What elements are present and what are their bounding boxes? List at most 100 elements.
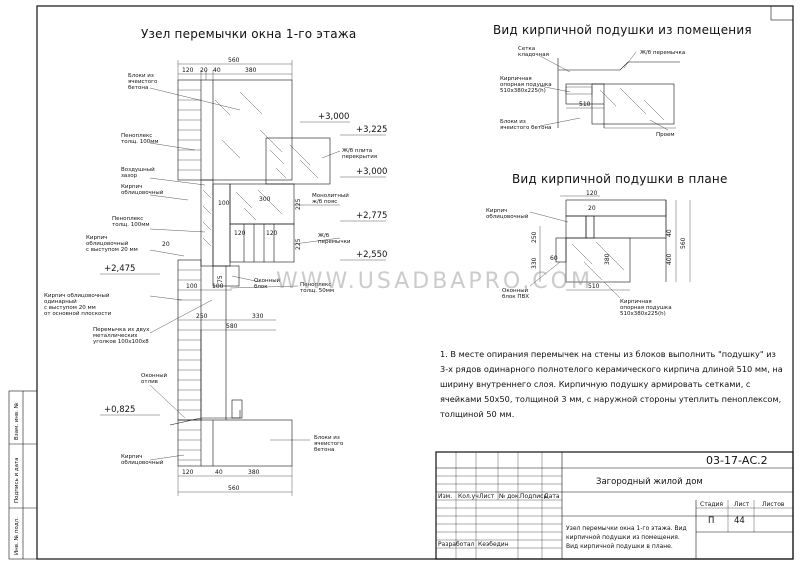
note-block: 1. В месте опирания перемычек на стены и… [440,349,783,419]
dim-top-40: 40 [213,67,221,74]
level-2775: +2,775 [356,211,387,221]
lbl-slab-1: Ж/б плита [342,148,372,154]
lbl-penoplex-100-2: толщ. 100мм [121,139,159,145]
level-3000b: +3,000 [356,167,387,177]
window-block: 75 [212,265,240,300]
floor-slab [265,137,331,185]
watermark: WWW.USADBAPRO.COM [276,269,593,294]
lbl-sill-2: отлив [141,379,158,385]
level-2550: +2,550 [356,250,387,260]
room-lbl-pad-2: опорная подушка [500,82,552,88]
room-lbl-blocks-2: ячеистого бетона [500,125,551,131]
monolith-belt: 300 [229,183,295,225]
lbl-penoplex50-2: толщ. 50мм [300,288,334,294]
level-2475: +2,475 [104,264,135,274]
lbl-brick-ledge-1: Кирпич [86,235,107,241]
plan-lbl-brick-2: облицовочный [486,213,529,220]
plan-dim-510: 510 [588,283,600,290]
lbl-air-gap-1: Воздушный [121,166,155,173]
lbl-brick-single-4: от основной плоскости [44,310,112,317]
plan-dim-250: 250 [531,231,538,243]
plan-lbl-brick-1: Кирпич [486,208,507,214]
room-view: 510 Сетка кладочная Ж/б перемычка Кирпич… [500,46,685,138]
lbl-blocks-bottom-1: Блоки из [314,435,340,441]
dim-330: 330 [252,313,264,320]
plan-lbl-pad-3: 510х380х225(h) [620,311,666,317]
plan-dim-560: 560 [680,237,687,249]
lbl-brick-ledge-2: облицовочный [86,240,129,247]
stamp-col-izm: Изм. [438,493,452,500]
plan-lbl-pad-2: опорная подушка [620,305,672,311]
upper-wall [177,79,293,181]
side-stamp: Инв. № подл. Подпись и дата Взам. инв. № [8,390,38,560]
dim-top-120: 120 [182,67,194,74]
main-title: Узел перемычки окна 1-го этажа [141,27,356,41]
lbl-brick-facing-2: облицовочный [121,189,164,196]
level-3225: +3,225 [356,125,387,135]
top-dimensions: 560 120 20 40 380 [177,57,293,80]
lbl-penoplex-100b-2: толщ. 100мм [112,222,150,228]
note-line-4: ячейками 50х50, толщиной 3 мм, с наружно… [440,394,781,404]
dim-75: 75 [217,275,224,283]
lbl-air-gap-2: зазор [121,173,138,179]
lbl-lintels-1: Ж/б [318,233,330,239]
stamp-sheet-v: 44 [734,516,745,526]
stamp-col-sign: Подпись [520,493,547,500]
note-line-2: 3-х рядов одинарного полнотелого керамич… [440,364,783,374]
note-line-1: 1. В месте опирания перемычек на стены и… [440,349,776,359]
lbl-mesh-1: Перемычка из двух [93,327,150,333]
room-lbl-slab: Ж/б перемычка [640,50,685,56]
stamp-col-kol: Кол.уч [458,493,479,500]
room-lbl-opening: Проем [656,132,675,138]
level-marks: +3,000 +3,225 +3,000 +2,775 +2,550 +2,47… [100,112,387,416]
lbl-mono-2: ж/б пояс [312,199,337,205]
plan-view-title: Вид кирпичной подушки в плане [512,172,728,186]
stamp-developer-role: Разработал [438,541,475,548]
plan-lbl-pvc-2: блок ПВХ [502,294,529,300]
lbl-blocks-top-2: ячеистого [128,79,158,85]
mid-dimensions: 100 100 250 330 580 [178,283,276,331]
dim-100: 100 [218,200,230,207]
stamp-col-list: Лист [479,493,495,500]
main-labels: Блоки из ячеистого бетона Пеноплекс толщ… [44,73,377,466]
plan-dim-330: 330 [531,257,538,269]
lbl-penoplex50-1: Пеноплекс [300,282,331,288]
dim-250: 250 [196,313,208,320]
dim-120b: 120 [266,230,278,237]
lbl-brick-bottom-2: облицовочный [121,459,164,466]
dim-top-20: 20 [200,67,208,74]
lbl-window-2: блок [254,284,268,290]
room-dim-510: 510 [579,101,591,108]
dim-mid-100a: 100 [186,283,198,290]
plan-dim-20: 20 [588,205,596,212]
stamp-stage-v: П [708,516,714,526]
dim-bottom-total: 560 [228,485,240,492]
plan-dim-120: 120 [586,190,598,197]
side-stamp-sign: Подпись и дата [14,457,20,503]
dim-225a: 225 [295,198,302,210]
dim-580: 580 [226,323,238,330]
lbl-brick-single-3: с выступом 20 мм [44,305,96,311]
room-lbl-pad-1: Кирпичная [500,76,532,82]
plan-dim-380: 380 [604,253,611,265]
dim-top-380: 380 [245,67,257,74]
stamp-desc-1: Узел перемычки окна 1-го этажа. Вид [566,525,687,532]
stamp-desc-2: кирпичной подушки из помещения. [566,534,680,541]
lbl-window-1: Оконный [254,277,281,284]
note-line-3: ширину внутреннего слоя. Кирпичную подуш… [440,379,750,389]
room-lbl-mesh-2: кладочная [518,52,549,58]
plan-lbl-pad-1: Кирпичная [620,299,652,305]
title-block: 03-17-АС.2 Загородный жилой дом Изм. Кол… [435,451,794,560]
corner-tab [770,5,794,21]
sheet-frame [36,5,794,560]
stamp-sheet-h: Лист [734,501,750,508]
room-lbl-mesh-1: Сетка [518,46,535,52]
lbl-lintels-2: перемычки [318,239,351,245]
lbl-blocks-top-1: Блоки из [128,73,154,79]
lbl-penoplex-100-1: Пеноплекс [121,133,152,139]
lbl-brick-bottom-1: Кирпич [121,454,142,460]
stamp-code: 03-17-АС.2 [706,454,768,467]
lbl-brick-facing-1: Кирпич [121,184,142,190]
side-stamp-replace: Взам. инв. № [14,402,20,440]
